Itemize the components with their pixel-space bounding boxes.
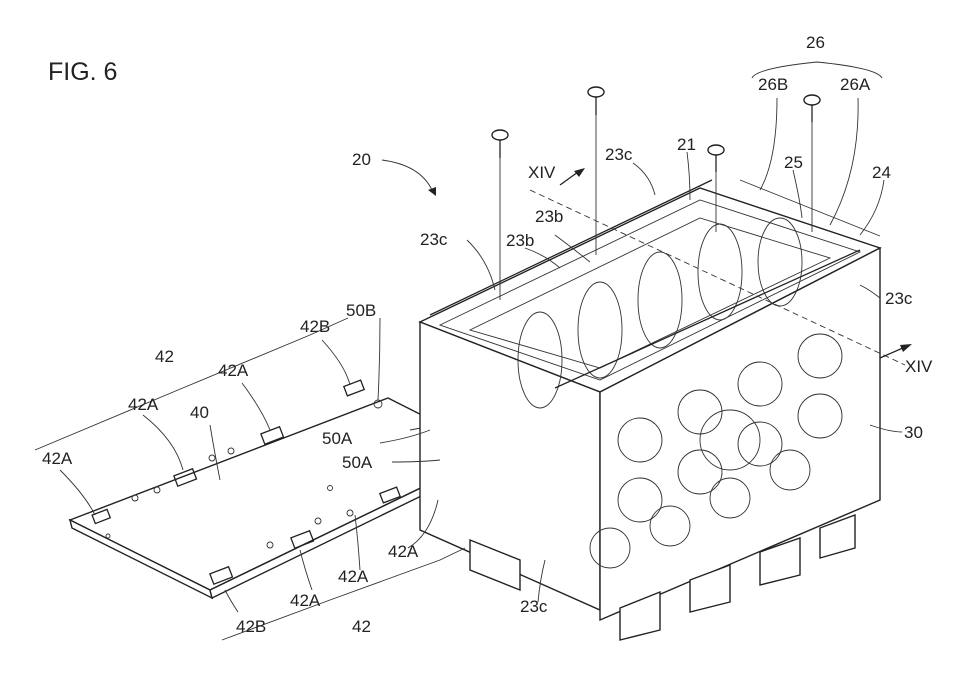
label-23b-b: 23b <box>506 231 534 250</box>
figure-title: FIG. 6 <box>48 58 117 86</box>
label-42A-1: 42A <box>218 361 249 380</box>
label-42A-6: 42A <box>290 591 321 610</box>
label-42-bottom: 42 <box>352 617 371 636</box>
label-50A-1: 50A <box>322 429 353 448</box>
label-26A: 26A <box>840 75 871 94</box>
label-xiv-top: XIV <box>528 163 556 182</box>
label-42B-bottom: 42B <box>236 617 266 636</box>
label-23c-right: 23c <box>885 289 913 308</box>
label-42B-top: 42B <box>300 317 330 336</box>
label-40: 40 <box>190 403 209 422</box>
label-42A-3: 42A <box>42 449 73 468</box>
label-20: 20 <box>352 150 371 169</box>
label-xiv-right: XIV <box>905 357 933 376</box>
label-26B: 26B <box>758 75 788 94</box>
label-30: 30 <box>904 423 923 442</box>
label-42-top: 42 <box>155 347 174 366</box>
label-24: 24 <box>872 163 891 182</box>
label-23c-bottom: 23c <box>520 597 548 616</box>
label-50A-2: 50A <box>342 453 373 472</box>
module-body-20 <box>420 180 880 640</box>
label-42A-4: 42A <box>388 542 419 561</box>
label-50B: 50B <box>346 301 376 320</box>
label-23c-left: 23c <box>420 230 448 249</box>
label-25: 25 <box>784 153 803 172</box>
label-23b-a: 23b <box>535 207 563 226</box>
label-23c-top: 23c <box>605 145 633 164</box>
label-21: 21 <box>677 135 696 154</box>
label-42A-2: 42A <box>128 395 159 414</box>
label-42A-5: 42A <box>338 567 369 586</box>
label-26: 26 <box>806 33 825 52</box>
